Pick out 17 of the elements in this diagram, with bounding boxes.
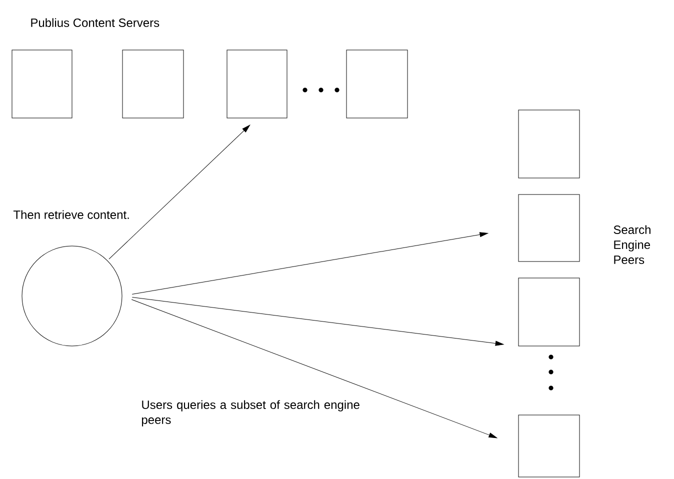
peer-box	[518, 194, 580, 262]
peer-box	[518, 110, 580, 178]
server-box	[122, 50, 184, 118]
text-label: Search Engine Peers	[614, 225, 650, 264]
edge-label: Then retrieve content.	[13, 210, 129, 219]
peer-box	[518, 414, 580, 478]
arrow	[132, 297, 504, 346]
arrow	[132, 232, 488, 295]
text-label: Users queries a subset of search engine peers	[142, 400, 360, 426]
server-box	[12, 50, 72, 118]
text-label: Publius Content Servers	[31, 18, 160, 27]
arrow	[108, 124, 250, 260]
peer-box	[518, 278, 580, 346]
arrow	[131, 299, 498, 438]
server-box	[226, 50, 288, 118]
server-box	[346, 50, 408, 118]
user-circle	[22, 246, 122, 346]
